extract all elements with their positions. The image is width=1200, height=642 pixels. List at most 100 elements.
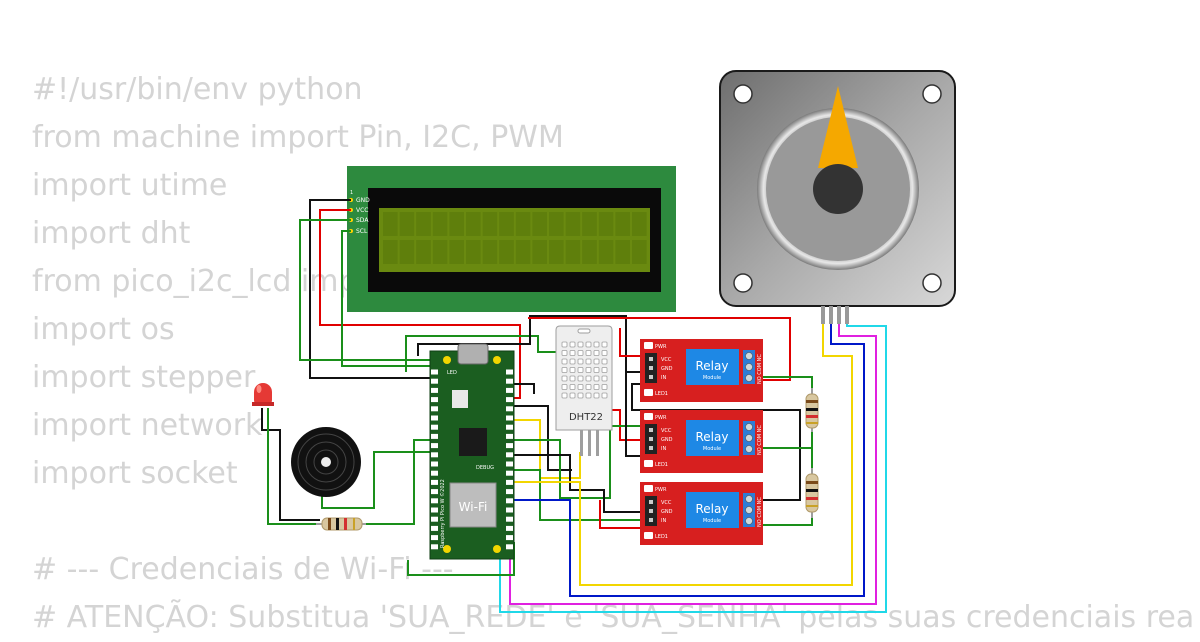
grille-hole [593,358,600,365]
wire-motor-magenta[interactable] [509,324,877,605]
wire-lcd-gnd[interactable] [309,199,430,379]
dht22-sensor[interactable]: DHT22 [555,325,613,456]
terminal-screw[interactable] [745,363,753,371]
pico-pin[interactable] [431,369,438,375]
pico-pin[interactable] [506,443,513,449]
grille-hole [561,384,568,390]
wire-green[interactable] [762,428,813,449]
terminal-screw[interactable] [745,495,753,503]
pico-pin[interactable] [506,544,513,550]
relay-pin[interactable] [649,446,653,450]
pico-pin[interactable] [506,461,513,467]
sensor-slot [577,328,591,334]
wire-motor-yellow[interactable] [514,324,853,586]
pico-pin[interactable] [431,479,438,485]
wire-red[interactable] [619,328,646,357]
pico-pin[interactable] [431,443,438,449]
pico-pin[interactable] [431,535,438,541]
pico-pin[interactable] [431,452,438,458]
pico-pin[interactable] [431,424,438,430]
wire-green[interactable] [514,425,646,499]
pico-pin[interactable] [506,525,513,531]
wire-motor-cyan[interactable] [499,324,887,613]
pico-pin[interactable] [506,470,513,476]
wire-green[interactable] [405,335,560,372]
wire-green[interactable] [360,439,430,525]
terminal-screw[interactable] [745,434,753,442]
relay-pin[interactable] [649,357,653,361]
pico-pin[interactable] [506,535,513,541]
wire-green[interactable] [267,408,320,525]
stepper-motor[interactable] [719,70,956,324]
pico-pin[interactable] [506,498,513,504]
wire-red[interactable] [599,500,646,529]
pico-pin[interactable] [431,544,438,550]
pico-pin[interactable] [506,387,513,393]
pico-pin[interactable] [431,470,438,476]
wire-black[interactable] [514,454,646,513]
pico-pin[interactable] [431,516,438,522]
bootsel-button[interactable] [452,390,468,408]
wire-lcd-sda[interactable] [299,219,430,361]
pico-pin[interactable] [431,498,438,504]
pico-pin[interactable] [506,406,513,412]
pico-pin[interactable] [506,479,513,485]
wire-green[interactable] [321,451,430,509]
relay-pin[interactable] [649,518,653,522]
raspberry-pi-pico-w[interactable]: Wi-Fi DEBUG LED Raspberry Pi Pico W ©202… [429,343,515,560]
lcd-display[interactable]: 1 GND VCC SDA SCL [347,166,676,312]
terminal-screw[interactable] [745,517,753,525]
pico-pin[interactable] [506,397,513,403]
led1-label: LED1 [655,462,668,468]
red-led[interactable] [252,383,274,406]
buzzer-center [321,457,331,467]
pico-pin[interactable] [506,452,513,458]
terminal-screw[interactable] [745,506,753,514]
pico-pin[interactable] [506,507,513,513]
code-line: # ATENÇÃO: Substitua 'SUA_REDE' e 'SUA_S… [32,600,1195,635]
relay-pin[interactable] [649,500,653,504]
pico-pin[interactable] [506,369,513,375]
pico-pin[interactable] [431,525,438,531]
wire-green[interactable] [762,376,813,392]
pico-pin[interactable] [506,433,513,439]
wire-lcd-vcc[interactable] [319,209,521,399]
pico-pin[interactable] [431,387,438,393]
terminal-screw[interactable] [745,352,753,360]
pico-pin[interactable] [431,378,438,384]
terminal-screw[interactable] [745,423,753,431]
pico-pin[interactable] [506,415,513,421]
relay-pin-label: IN [661,518,666,524]
pico-pin[interactable] [506,424,513,430]
pico-pin[interactable] [506,378,513,384]
relay-pin[interactable] [649,509,653,513]
grille-hole [569,367,576,373]
wire-green[interactable] [514,469,646,521]
wire-green[interactable] [762,514,813,526]
terminal-screw[interactable] [745,374,753,382]
pico-pin[interactable] [431,507,438,513]
relay-pin[interactable] [649,428,653,432]
wire-black[interactable] [625,372,646,457]
wire-lcd-scl[interactable] [341,230,430,367]
wire-motor-blue[interactable] [514,324,865,597]
pico-pin[interactable] [506,516,513,522]
wire-red[interactable] [528,317,791,381]
wire-black[interactable] [514,383,535,394]
relay-pin[interactable] [649,366,653,370]
relay-pin[interactable] [649,375,653,379]
pico-pin[interactable] [431,433,438,439]
pico-pin[interactable] [431,415,438,421]
wire-black[interactable] [261,408,320,521]
pico-pin[interactable] [506,489,513,495]
pico-pin[interactable] [431,461,438,467]
pico-pin[interactable] [431,406,438,412]
terminal-screw[interactable] [745,445,753,453]
pico-pin[interactable] [431,489,438,495]
pico-pin[interactable] [431,397,438,403]
relay-pin[interactable] [649,437,653,441]
piezo-buzzer[interactable] [291,427,361,497]
